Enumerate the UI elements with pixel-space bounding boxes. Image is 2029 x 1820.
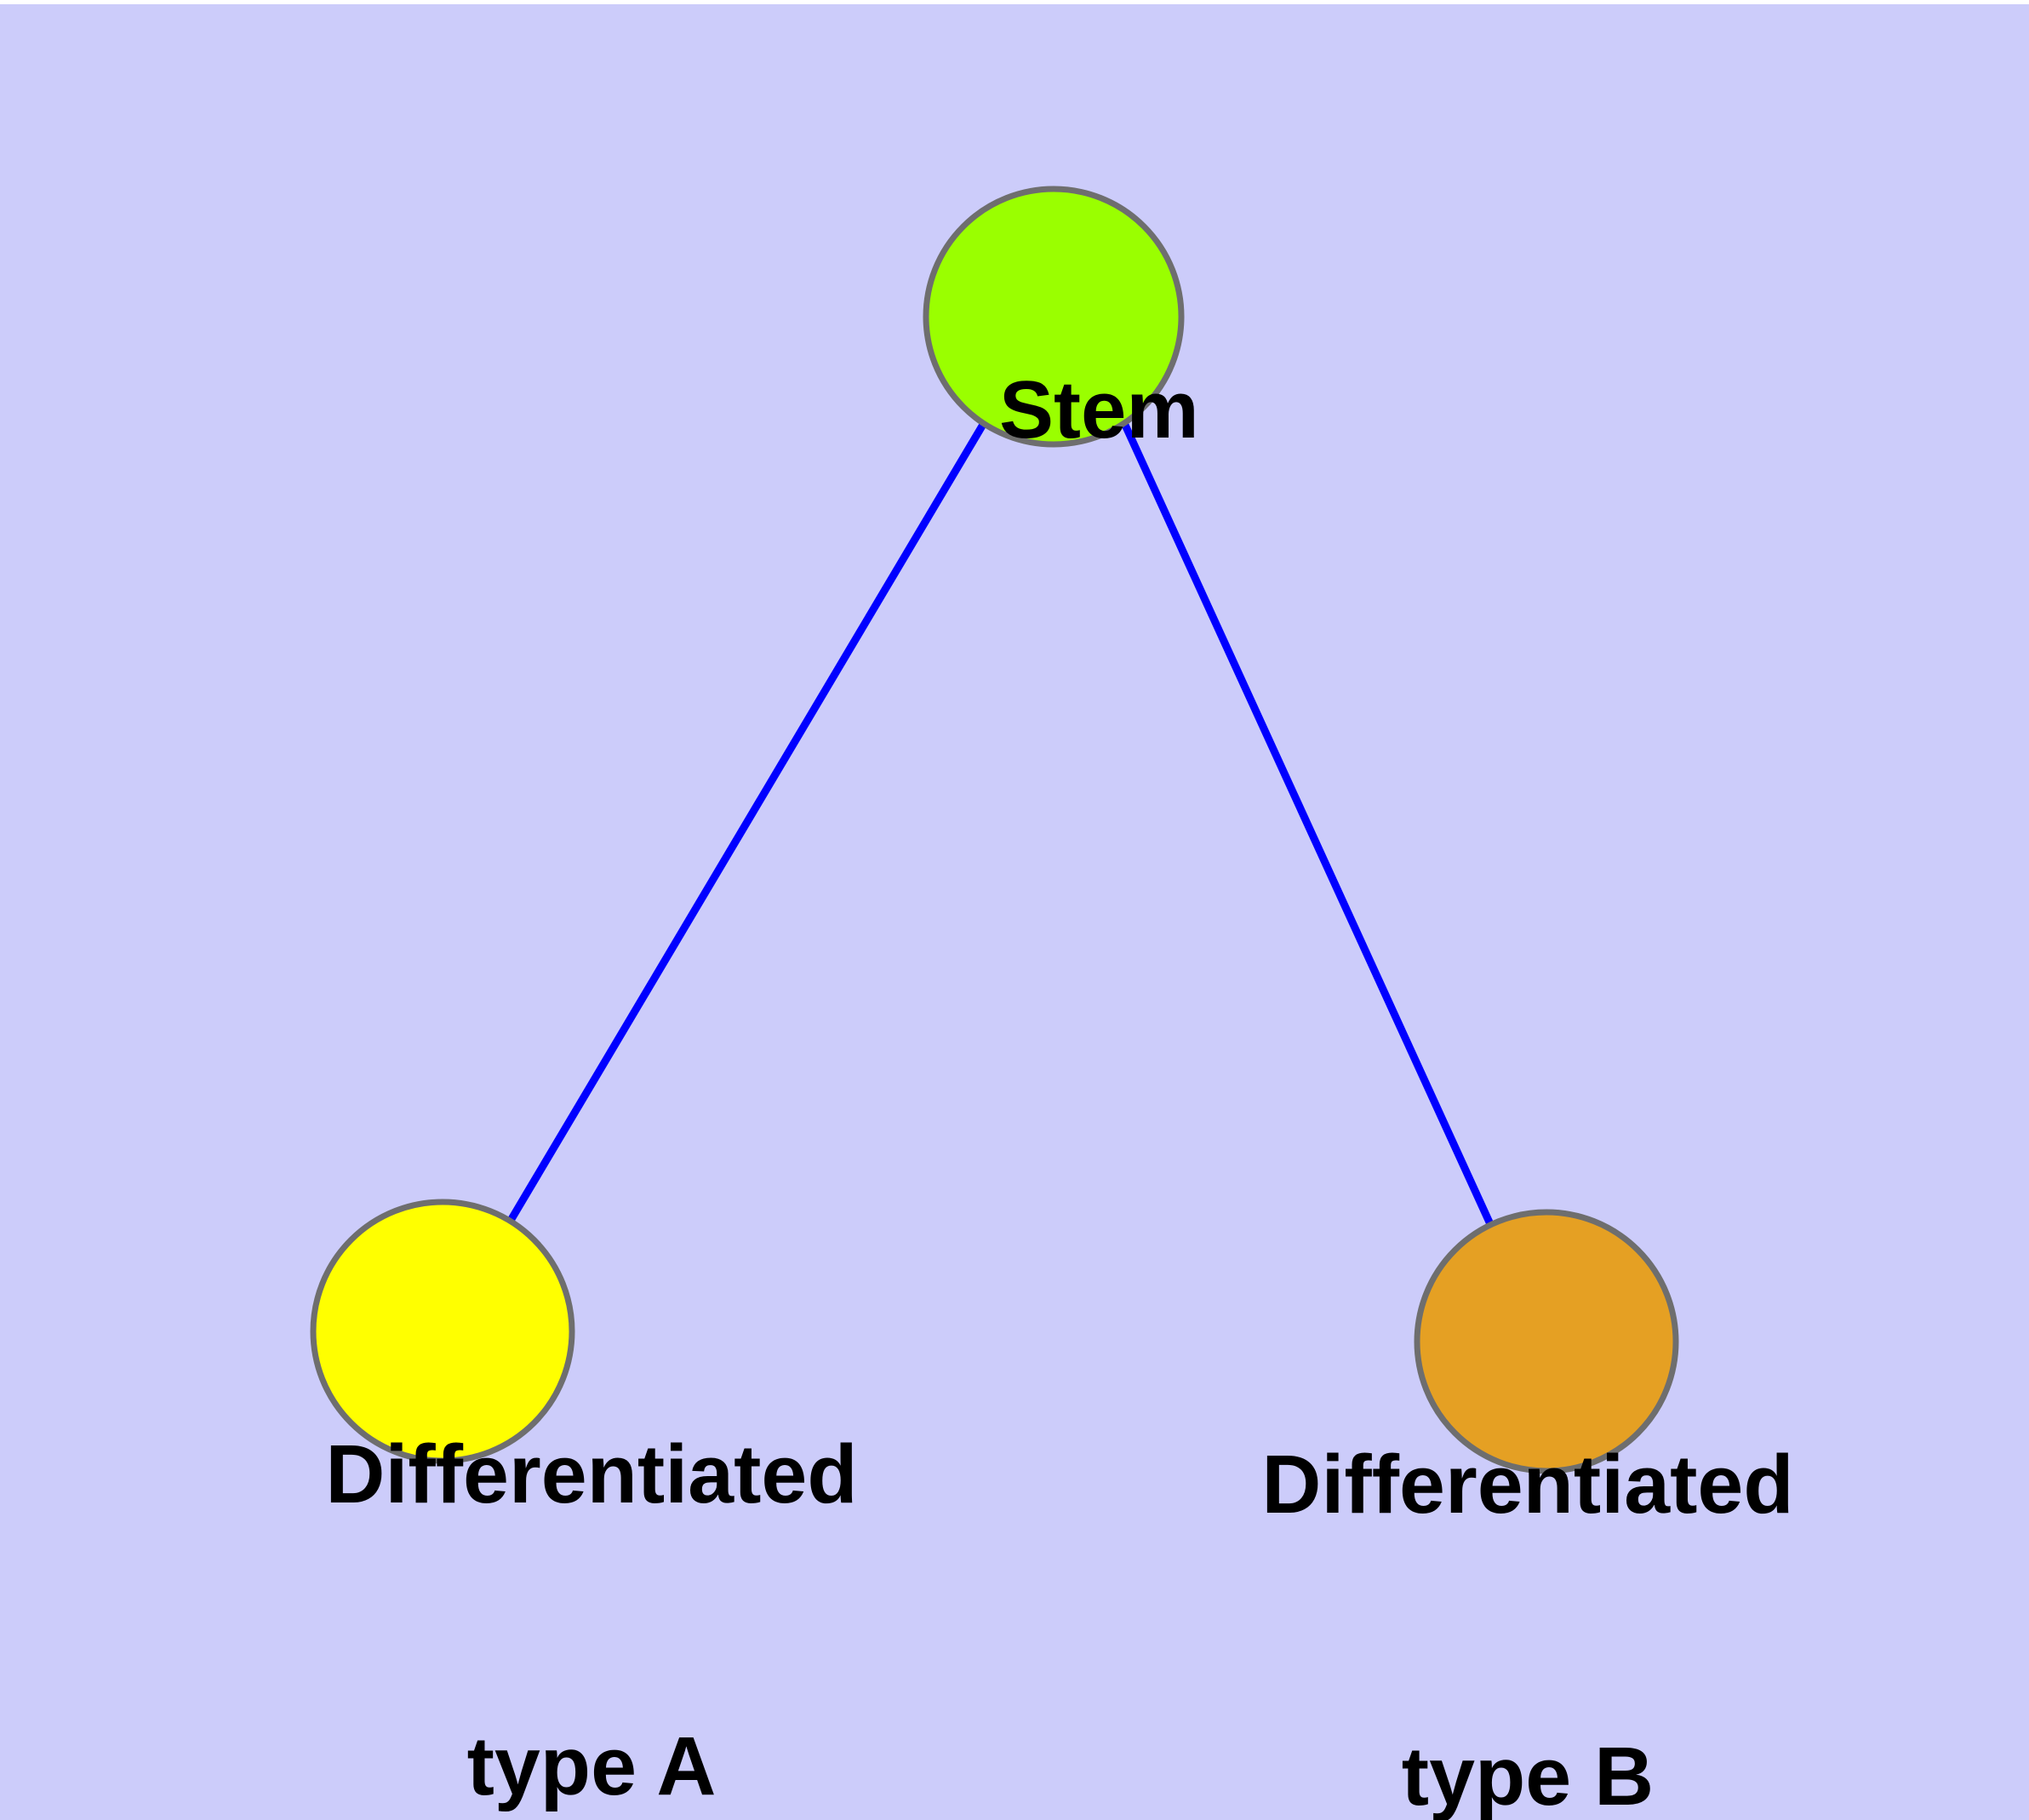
node-label-differentiated-type-a: Differentiated type A (251, 1231, 932, 1820)
node-label-b-line2: type B (1401, 1730, 1655, 1820)
edge-stem-to-differentiated-type-a[interactable] (508, 421, 987, 1222)
node-label-stem-text: Stem (998, 364, 1199, 456)
node-label-a-line1: Differentiated (325, 1427, 858, 1520)
node-stem[interactable] (923, 186, 1185, 448)
node-differentiated-type-a[interactable] (310, 1199, 575, 1464)
node-label-differentiated-type-b: Differentiated type B (1187, 1241, 1868, 1820)
node-label-b-line1: Differentiated (1261, 1437, 1794, 1531)
edge-stem-to-differentiated-type-b[interactable] (1120, 421, 1495, 1226)
node-differentiated-type-b[interactable] (1414, 1209, 1679, 1474)
node-label-stem: Stem (798, 266, 1309, 555)
node-label-a-line2: type A (466, 1720, 717, 1813)
edge-layer (508, 421, 1495, 1226)
node-layer (310, 186, 1679, 1474)
